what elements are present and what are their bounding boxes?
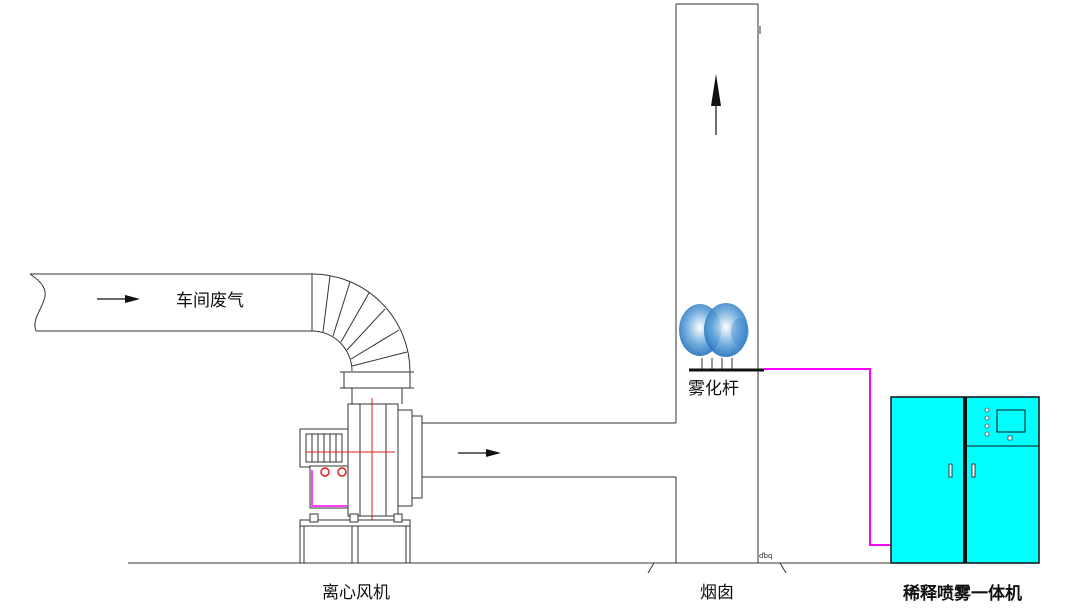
fan-stand [299, 525, 411, 564]
flow-arrow-icon [711, 74, 721, 135]
centrifugal-fan [299, 371, 423, 527]
indicator-lights [984, 407, 990, 437]
centrifugal-fan-label: 离心风机 [322, 583, 390, 603]
dilution-spray-unit-label: 稀释喷雾一体机 [903, 583, 1022, 604]
workshop-exhaust-label: 车间废气 [176, 291, 244, 311]
inlet-duct [29, 273, 411, 373]
spray-mist-icon [679, 303, 749, 357]
atomizing-rod-label: 雾化杆 [688, 379, 739, 399]
drain-mark: ďbq [759, 552, 772, 560]
outlet-duct [422, 422, 676, 478]
atomizing-rod [689, 358, 764, 372]
control-screen-icon [996, 409, 1026, 441]
chimney: ďbq [647, 3, 787, 574]
flow-arrow-icon [97, 295, 140, 303]
supply-pipe [764, 368, 892, 546]
flow-arrow-icon [458, 449, 501, 457]
chimney-label: 烟囱 [700, 583, 734, 603]
